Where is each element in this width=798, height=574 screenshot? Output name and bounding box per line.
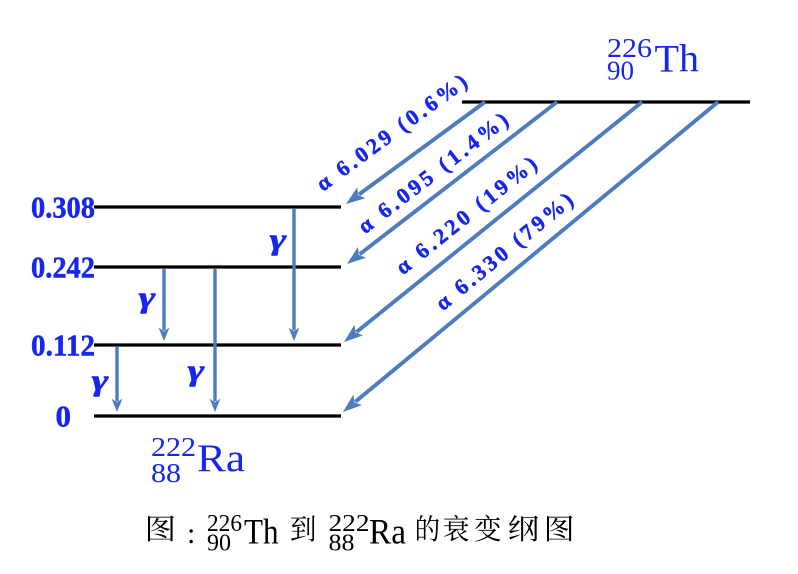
svg-text:Ra: Ra [369,512,406,552]
svg-text:γ: γ [270,223,288,256]
svg-text:0.308: 0.308 [31,190,95,225]
svg-text:226: 226 [207,511,242,537]
svg-text:α 6.330 (79%): α 6.330 (79%) [430,187,578,315]
svg-text:γ: γ [139,281,157,314]
svg-text:88: 88 [151,458,181,488]
svg-text:Th: Th [244,512,279,552]
svg-text:0.242: 0.242 [31,250,95,285]
svg-text::: : [187,517,195,550]
svg-text:γ: γ [92,364,110,397]
svg-text:88: 88 [329,531,355,557]
svg-text:0: 0 [56,399,72,434]
svg-text:0.112: 0.112 [31,328,95,363]
svg-text:Th: Th [655,38,700,81]
svg-text:222: 222 [329,511,370,537]
svg-text:Ra: Ra [197,437,245,480]
svg-text:90: 90 [207,531,231,557]
svg-text:222: 222 [151,432,196,462]
svg-text:226: 226 [607,33,652,63]
svg-text:90: 90 [607,56,634,86]
svg-text:γ: γ [188,354,206,387]
